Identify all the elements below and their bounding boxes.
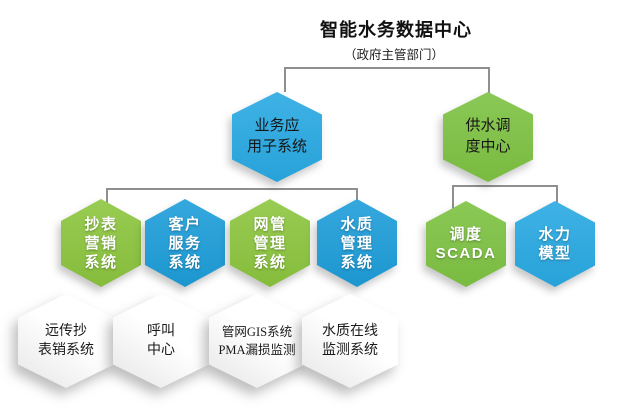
hex-water-supply-dispatch-label: 供水调: [465, 118, 511, 134]
hex-meter-reading-marketing-label: 抄表: [84, 215, 118, 233]
hex-pipeline-gis-pma: 管网GIS系统 PMA漏损监测: [209, 294, 305, 388]
hex-water-supply-dispatch-center: 供水调 度中心: [443, 92, 533, 182]
connector-right-bracket-horizontal: [452, 185, 558, 187]
hex-remote-meter-reading-label: 远传抄: [45, 324, 87, 339]
hex-network-management-label: 网管: [253, 215, 287, 233]
connector-left-bracket-right-drop: [356, 188, 358, 204]
diagram-title: 智能水务数据中心: [320, 20, 472, 40]
connector-right-bracket-right-drop: [556, 185, 558, 207]
hex-online-water-quality-monitoring-label: 水质在线: [322, 324, 378, 339]
hex-meter-reading-marketing: 抄表 营销 系统: [61, 199, 141, 287]
connector-top-bracket-left-drop: [284, 67, 286, 92]
diagram-subtitle: （政府主管部门）: [343, 48, 445, 62]
connector-top-bracket-right-drop: [488, 67, 490, 94]
hex-customer-service-label: 客户: [168, 215, 202, 233]
hex-customer-service: 客户 服务 系统: [145, 199, 225, 287]
connector-left-bracket-left-drop: [106, 188, 108, 204]
hex-hydraulic-model: 水力 模型: [515, 201, 595, 287]
hex-business-subsystem: 业务应 用子系统: [232, 92, 322, 182]
hex-call-center: 呼叫 中心: [113, 294, 209, 388]
connector-top-bracket-horizontal: [284, 67, 490, 69]
connector-right-bracket-left-drop: [452, 185, 454, 209]
hex-online-water-quality-monitoring: 水质在线 监测系统: [302, 294, 398, 388]
hex-pipeline-gis-pma-label: 管网GIS系统: [221, 325, 293, 339]
hex-network-management: 网管 管理 系统: [230, 199, 310, 287]
connector-left-bracket-horizontal: [106, 188, 358, 190]
hex-hydraulic-model-label: 水力: [538, 226, 572, 243]
hex-business-subsystem-label: 业务应: [254, 118, 300, 134]
hex-remote-meter-reading: 远传抄 表销系统: [18, 294, 114, 388]
hex-dispatch-scada-label: 调度: [449, 226, 483, 243]
hex-water-quality-management-label: 水质: [340, 215, 374, 233]
hex-call-center-label: 呼叫: [147, 324, 175, 339]
hex-water-quality-management: 水质 管理 系统: [317, 199, 397, 287]
hex-dispatch-scada: 调度 SCADA: [426, 201, 506, 287]
